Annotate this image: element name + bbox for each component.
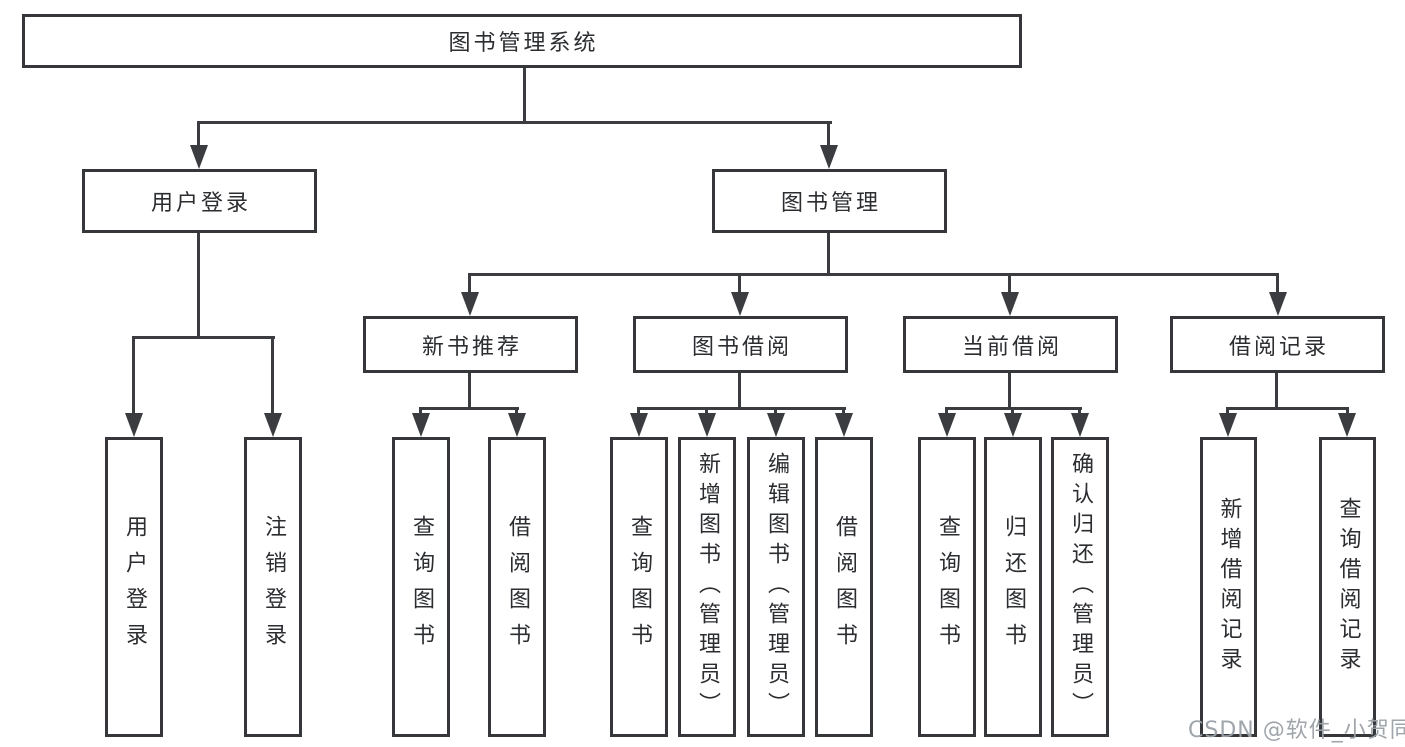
connector-line	[197, 121, 832, 124]
node-new-book-recommend: 新书推荐	[363, 316, 578, 373]
arrow-down-icon	[731, 292, 749, 316]
arrow-down-icon	[508, 413, 526, 437]
node-query-borrow-record: 查询借阅记录	[1319, 437, 1376, 737]
arrow-down-icon	[190, 145, 208, 169]
connector-line	[1275, 373, 1278, 410]
node-book-borrowing: 图书借阅	[633, 316, 848, 373]
node-borrowing-records: 借阅记录	[1170, 316, 1385, 373]
arrow-down-icon	[1004, 413, 1022, 437]
arrow-down-icon	[1219, 413, 1237, 437]
node-edit-book-admin: 编辑图书（管理员）	[747, 437, 805, 737]
node-query-books-current: 查询图书	[918, 437, 976, 737]
node-user-login: 用户登录	[82, 169, 317, 233]
connector-line	[197, 121, 200, 149]
arrow-down-icon	[1001, 292, 1019, 316]
node-confirm-return-admin: 确认归还（管理员）	[1051, 437, 1109, 737]
connector-line	[271, 336, 274, 421]
arrow-down-icon	[767, 413, 785, 437]
connector-line	[738, 273, 741, 295]
connector-line	[132, 336, 135, 421]
node-add-book-admin: 新增图书（管理员）	[678, 437, 736, 737]
arrow-down-icon	[698, 413, 716, 437]
node-return-books: 归还图书	[984, 437, 1042, 737]
connector-line	[637, 407, 846, 410]
arrow-down-icon	[412, 413, 430, 437]
arrow-down-icon	[264, 413, 282, 437]
arrow-down-icon	[1338, 413, 1356, 437]
connector-line	[419, 407, 519, 410]
arrow-down-icon	[835, 413, 853, 437]
connector-line	[468, 273, 1279, 276]
node-query-books-recommend: 查询图书	[392, 437, 450, 737]
node-user-login-action: 用户登录	[105, 437, 163, 737]
connector-line	[523, 68, 526, 124]
node-logout: 注销登录	[244, 437, 302, 737]
connector-line	[132, 336, 275, 339]
arrow-down-icon	[938, 413, 956, 437]
connector-line	[197, 233, 200, 339]
csdn-watermark: CSDN @软件_小贺同学	[1188, 718, 1405, 743]
connector-line	[738, 373, 741, 410]
arrow-down-icon	[820, 145, 838, 169]
connector-line	[1008, 273, 1011, 295]
connector-line	[1226, 407, 1349, 410]
node-borrow-books-borrow: 借阅图书	[815, 437, 873, 737]
arrow-down-icon	[1071, 413, 1089, 437]
node-library-management-system: 图书管理系统	[22, 14, 1022, 68]
arrow-down-icon	[630, 413, 648, 437]
connector-line	[827, 121, 830, 149]
node-book-management: 图书管理	[712, 169, 947, 233]
node-borrow-books-recommend: 借阅图书	[488, 437, 546, 737]
arrow-down-icon	[1269, 292, 1287, 316]
node-current-borrowing: 当前借阅	[903, 316, 1118, 373]
connector-line	[1276, 273, 1279, 295]
arrow-down-icon	[125, 413, 143, 437]
connector-line	[468, 273, 471, 295]
connector-line	[827, 233, 830, 276]
arrow-down-icon	[461, 292, 479, 316]
node-query-books-borrow: 查询图书	[610, 437, 668, 737]
node-add-borrow-record: 新增借阅记录	[1200, 437, 1257, 737]
connector-line	[1008, 373, 1011, 410]
connector-line	[468, 373, 471, 410]
